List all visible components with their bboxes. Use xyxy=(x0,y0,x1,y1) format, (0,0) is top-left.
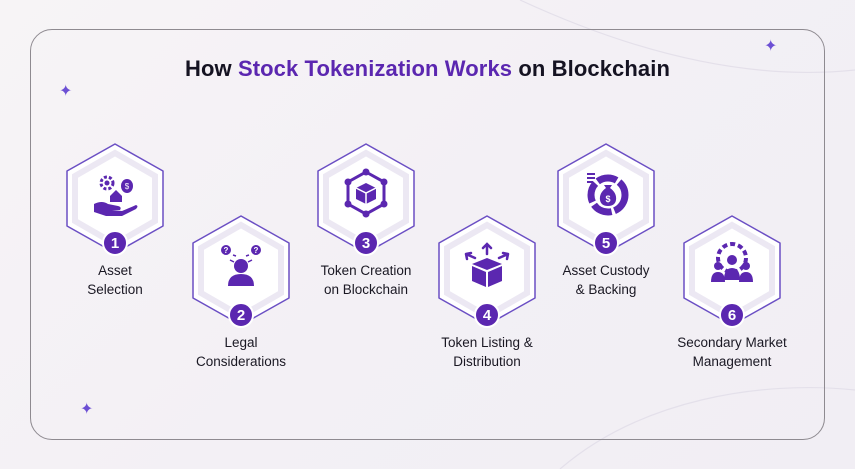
hexagon-shape xyxy=(438,215,536,326)
step-number-badge: 4 xyxy=(474,302,500,328)
step-label: Token Creation on Blockchain xyxy=(286,261,446,299)
step-label-line2: Selection xyxy=(87,282,143,297)
person-questions-icon: ? ? xyxy=(216,240,266,290)
svg-text:$: $ xyxy=(605,194,610,204)
step-label: Legal Considerations xyxy=(161,333,321,371)
hand-money-gear-icon: $ xyxy=(90,168,140,218)
page-title: How Stock Tokenization Works on Blockcha… xyxy=(0,56,855,82)
step-number-badge: 2 xyxy=(228,302,254,328)
step-number-badge: 5 xyxy=(593,230,619,256)
svg-text:?: ? xyxy=(254,246,259,255)
step-number-badge: 6 xyxy=(719,302,745,328)
money-bag-chart-icon: $ xyxy=(581,168,631,218)
step-label-line2: Considerations xyxy=(195,354,287,369)
step-label-line1: Asset xyxy=(98,263,132,278)
title-suffix: on Blockchain xyxy=(518,56,671,81)
blockchain-cube-icon xyxy=(341,168,391,218)
sparkle-icon: ✦ xyxy=(80,401,94,418)
step-label: Token Listing & Distribution xyxy=(407,333,567,371)
step-label-line2: Management xyxy=(692,354,772,369)
step-label-line2: & Backing xyxy=(575,282,637,297)
step-label-line1: Secondary Market xyxy=(677,335,787,350)
step-label-line1: Token Listing & xyxy=(441,335,533,350)
title-prefix: How xyxy=(184,56,232,81)
sparkle-icon: ✦ xyxy=(59,83,73,100)
svg-text:?: ? xyxy=(224,246,229,255)
step-label: Secondary Market Management xyxy=(652,333,812,371)
step-label: Asset Selection xyxy=(35,261,195,299)
people-gear-icon xyxy=(707,240,757,290)
step-label-line2: on Blockchain xyxy=(323,282,409,297)
step-label-line1: Token Creation xyxy=(320,263,412,278)
box-distribution-icon xyxy=(462,240,512,290)
step-number-badge: 3 xyxy=(353,230,379,256)
step-number-badge: 1 xyxy=(102,230,128,256)
step-label-line1: Legal xyxy=(224,335,258,350)
step-label-line2: Distribution xyxy=(453,354,521,369)
title-accent: Stock Tokenization Works xyxy=(237,56,513,81)
diagram-frame xyxy=(30,29,825,440)
step-label-line1: Asset Custody xyxy=(562,263,650,278)
sparkle-icon: ✦ xyxy=(764,38,778,55)
svg-text:$: $ xyxy=(125,182,130,191)
step-label: Asset Custody & Backing xyxy=(526,261,686,299)
